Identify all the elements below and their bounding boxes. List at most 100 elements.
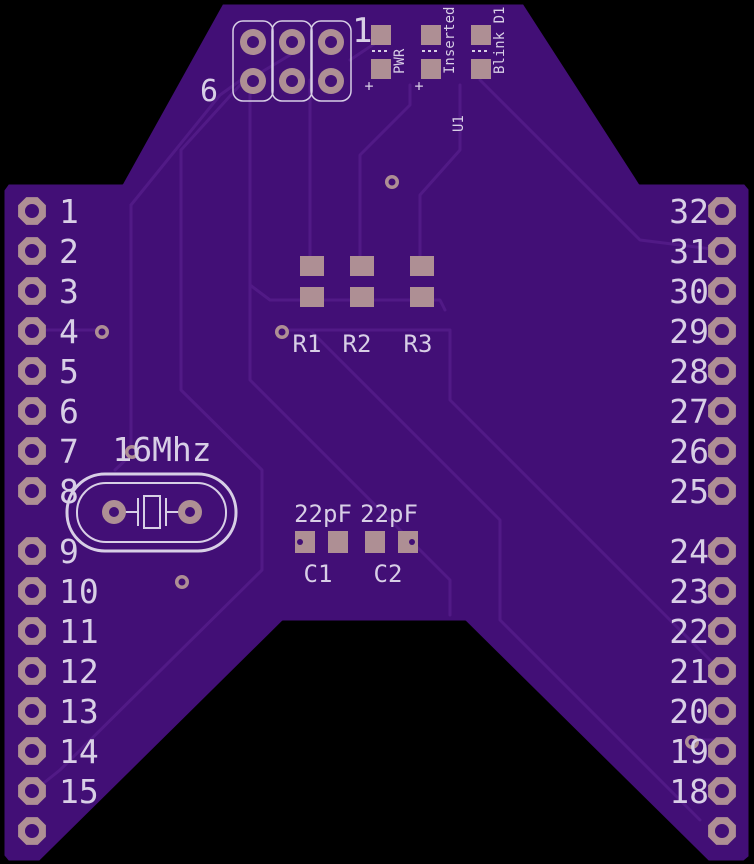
resistor-pad [300, 287, 324, 307]
edge-pin-drill [715, 404, 729, 418]
via-drill [278, 328, 286, 336]
left-pin-label: 5 [59, 352, 79, 391]
resistor-pad [410, 287, 434, 307]
right-pin-label: 31 [669, 232, 709, 271]
left-pin-label: 2 [59, 232, 79, 271]
header-drill [247, 36, 259, 48]
trace [358, 83, 412, 267]
trace [288, 328, 722, 672]
led-pad [371, 25, 391, 45]
edge-pin-drill [715, 484, 729, 498]
edge-pin-drill [25, 744, 39, 758]
crystal-symbol [143, 495, 161, 529]
capacitor-ref: C2 [374, 560, 403, 588]
via-drill [178, 578, 186, 586]
capacitor-pad [295, 531, 315, 553]
right-pin-label: 23 [669, 572, 709, 611]
right-pin-label: 25 [669, 472, 709, 511]
right-pin-label: 27 [669, 392, 709, 431]
edge-pin-drill [25, 404, 39, 418]
left-pin-label: 8 [59, 472, 79, 511]
right-pin-label: 28 [669, 352, 709, 391]
right-pin-label: 24 [669, 532, 709, 571]
edge-pin-drill [25, 824, 39, 838]
right-pin-label: 22 [669, 612, 709, 651]
led-plus-mark: + [414, 77, 423, 95]
capacitor-value: 22pF [294, 500, 352, 528]
header-drill [286, 75, 298, 87]
edge-pin-drill [25, 244, 39, 258]
crystal-silk-outer [65, 472, 238, 553]
header-pin6-label: 6 [200, 74, 218, 109]
led-plus-mark: + [364, 77, 373, 95]
via-drill [297, 539, 303, 545]
resistor-pad [350, 287, 374, 307]
header-silk-box [232, 20, 274, 102]
right-pin-label: 29 [669, 312, 709, 351]
edge-pin-drill [25, 444, 39, 458]
edge-pin-drill [715, 324, 729, 338]
left-pin-label: 9 [59, 532, 79, 571]
left-pin-label: 7 [59, 432, 79, 471]
edge-pin-drill [715, 584, 729, 598]
header-drill [286, 36, 298, 48]
capacitor-pad [365, 531, 385, 553]
via-drill [128, 448, 136, 456]
left-pin-label: 14 [59, 732, 99, 771]
vias [95, 175, 699, 749]
right-pin-label: 32 [669, 192, 709, 231]
via-drill [98, 328, 106, 336]
crystal-drill [185, 507, 195, 517]
led-pad [421, 59, 441, 79]
resistor-label: R2 [343, 330, 372, 358]
edge-pin-drill [25, 324, 39, 338]
left-pin-label: 12 [59, 652, 99, 691]
via-drill [409, 539, 415, 545]
left-pin-label: 13 [59, 692, 99, 731]
edge-pin-drill [715, 784, 729, 798]
trace [33, 148, 264, 792]
edge-pin-drill [715, 244, 729, 258]
led-pad [471, 59, 491, 79]
trace [308, 328, 702, 822]
resistor-pad [300, 256, 324, 276]
left-pin-label: 11 [59, 612, 99, 651]
resistor-pad [350, 256, 374, 276]
edge-pin-drill [25, 204, 39, 218]
trace [418, 83, 462, 267]
right-pin-label: 19 [669, 732, 709, 771]
left-pin-label: 1 [59, 192, 79, 231]
crystal-label: 16Mhz [112, 430, 211, 469]
via-drill [388, 178, 396, 186]
edge-pin-drill [715, 664, 729, 678]
led-pad [371, 59, 391, 79]
edge-pin-drill [715, 204, 729, 218]
u1-label: U1 [451, 115, 467, 132]
capacitor-ref: C1 [304, 560, 333, 588]
led-pad [421, 25, 441, 45]
left-pin-label: 10 [59, 572, 99, 611]
edge-pin-drill [715, 364, 729, 378]
trace [248, 78, 452, 617]
left-pin-label: 6 [59, 392, 79, 431]
header-silk-box [271, 20, 313, 102]
edge-pin-drill [25, 584, 39, 598]
left-pin-label: 15 [59, 772, 99, 811]
left-pin-label: 4 [59, 312, 79, 351]
edge-pin-drill [715, 704, 729, 718]
edge-pin-drill [715, 824, 729, 838]
right-pin-label: 18 [669, 772, 709, 811]
resistor-label: R3 [404, 330, 433, 358]
header-drill [325, 75, 337, 87]
right-pin-label: 30 [669, 272, 709, 311]
led-label: Inserted [442, 7, 458, 74]
edge-pin-drill [25, 484, 39, 498]
edge-pin-drill [25, 624, 39, 638]
trace [478, 78, 722, 252]
